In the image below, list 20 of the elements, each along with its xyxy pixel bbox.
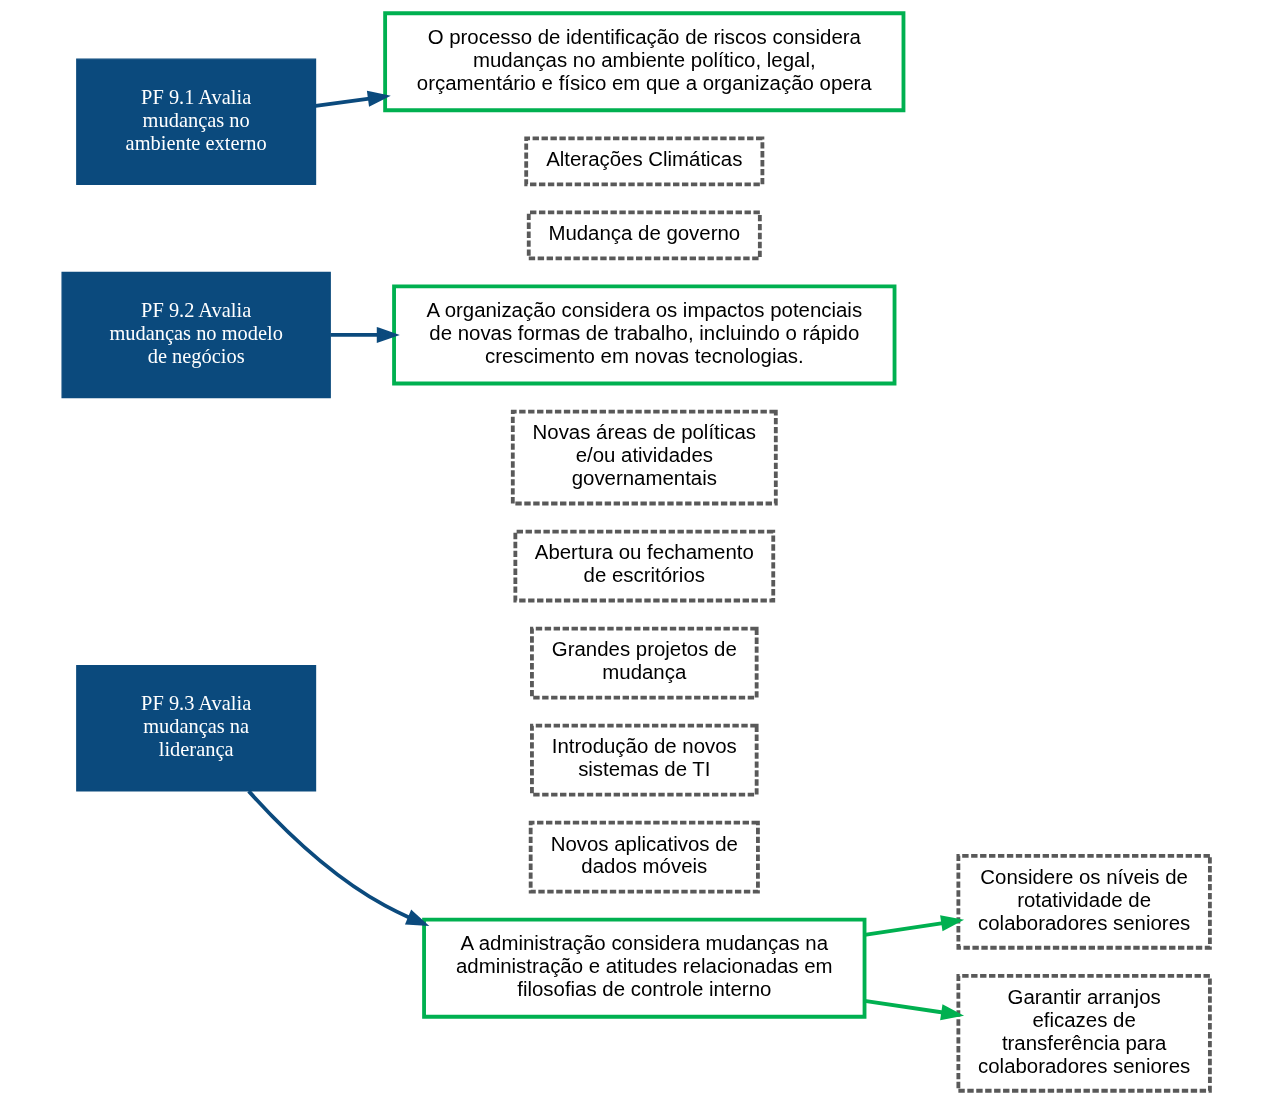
node-box: Abertura ou fechamento de escritórios (512, 529, 775, 603)
node-box: A organização considera os impactos potenciais de novas formas de trabalho, incluindo o rápido crescimento em novas tecnologias. (391, 284, 896, 386)
node-box: Considere os níveis de rotatividade de colaboradores seniores (955, 853, 1212, 950)
arrow (863, 915, 964, 937)
node-box: O processo de identificação de riscos considera mudanças no ambiente político, legal, orçamentário e físico em que a organização opera (382, 11, 905, 113)
node-box: Grandes projetos de mudança (529, 626, 759, 700)
node-box: Introdução de novos sistemas de TI (529, 723, 759, 797)
node-box: Garantir arranjos eficazes de transferência para colaboradores seniores (955, 973, 1212, 1093)
node-box: Novas áreas de políticas e/ou atividades governamentais (510, 409, 778, 506)
node-box: PF 9.2 Avalia mudanças no modelo de negócios (60, 271, 331, 399)
arrow (314, 90, 391, 108)
node-box: PF 9.3 Avalia mudanças na liderança (75, 665, 316, 792)
node-box: A administração considera mudanças na administração e atitudes relacionadas em filosofias de controle interno (421, 917, 866, 1019)
arrow (330, 326, 400, 344)
node-box: Novos aplicativos de dados móveis (528, 820, 760, 894)
node-box: Mudança de governo (526, 210, 762, 261)
node-box: Alterações Climáticas (523, 136, 764, 187)
node-box: PF 9.1 Avalia mudanças no ambiente externo (75, 58, 316, 185)
arrow (246, 789, 429, 926)
arrow (863, 998, 964, 1021)
